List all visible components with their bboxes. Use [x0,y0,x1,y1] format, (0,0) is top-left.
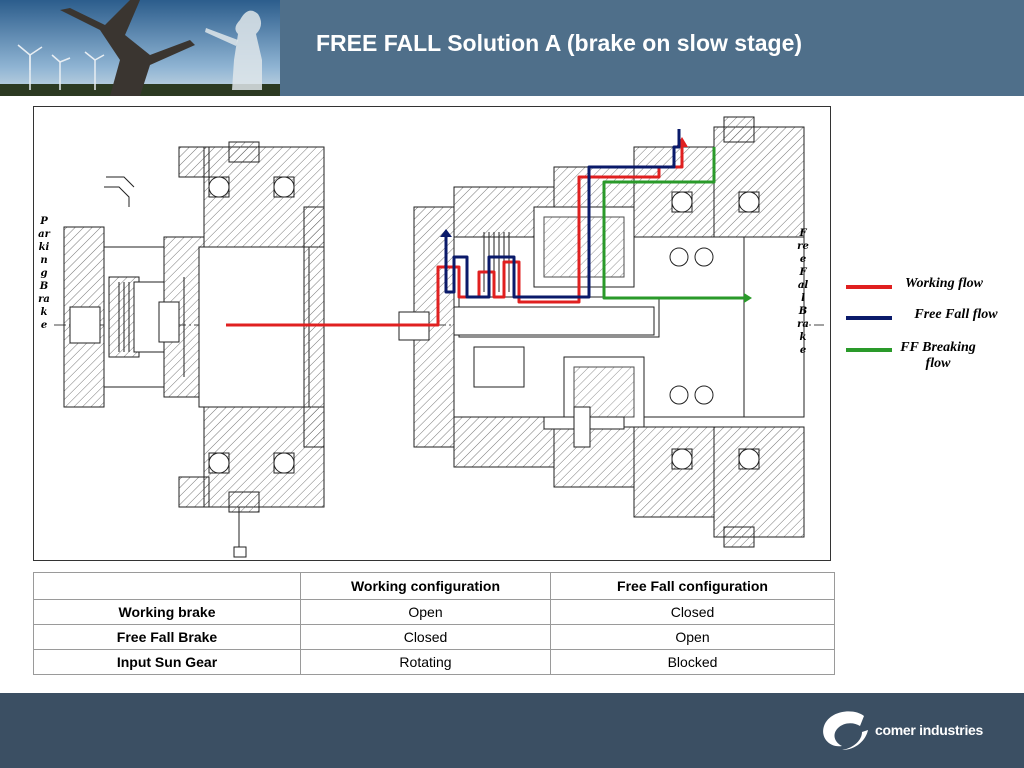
comer-logo-icon [823,711,868,750]
gearbox-drawing: Parking Brake Free Fall Brake [33,106,831,561]
gearbox-cross-section [54,116,824,558]
table-row: Working brake Open Closed [33,599,835,625]
table-header-working: Working configuration [300,572,551,600]
legend-swatch-free-fall [846,316,892,320]
cell-working: Rotating [300,649,551,675]
cell-free-fall: Blocked [550,649,835,675]
cell-working: Open [300,599,551,625]
cell-free-fall: Closed [550,599,835,625]
legend-swatch-ff-breaking [846,348,892,352]
cell-free-fall: Open [550,624,835,650]
row-label: Free Fall Brake [33,624,301,650]
row-label: Working brake [33,599,301,625]
header-photo [0,0,280,96]
table-header-free-fall: Free Fall configuration [550,572,835,600]
legend-label-ff-breaking: FF Breaking flow [900,340,976,371]
legend-label-working: Working flow [905,276,983,291]
legend-label-free-fall: Free Fall flow [914,307,998,322]
slide-title: FREE FALL Solution A (brake on slow stag… [316,30,803,56]
row-label: Input Sun Gear [33,649,301,675]
parking-brake-label: Parking Brake [38,216,50,331]
footer-bar [0,693,1024,768]
table-row: Free Fall Brake Closed Open [33,624,835,650]
legend-swatch-working [846,285,892,289]
table-row: Input Sun Gear Rotating Blocked [33,649,835,675]
header-bar: FREE FALL Solution A (brake on slow stag… [0,0,1024,96]
brand-name: comer industries [875,722,984,738]
cell-working: Closed [300,624,551,650]
table-header-empty [33,572,301,600]
flow-legend: Working flow Free Fall flow FF Breaking … [840,270,1020,390]
table-header-row: Working configuration Free Fall configur… [33,572,835,600]
configuration-table: Working configuration Free Fall configur… [33,572,835,675]
free-fall-brake-label: Free Fall Brake [797,228,809,356]
